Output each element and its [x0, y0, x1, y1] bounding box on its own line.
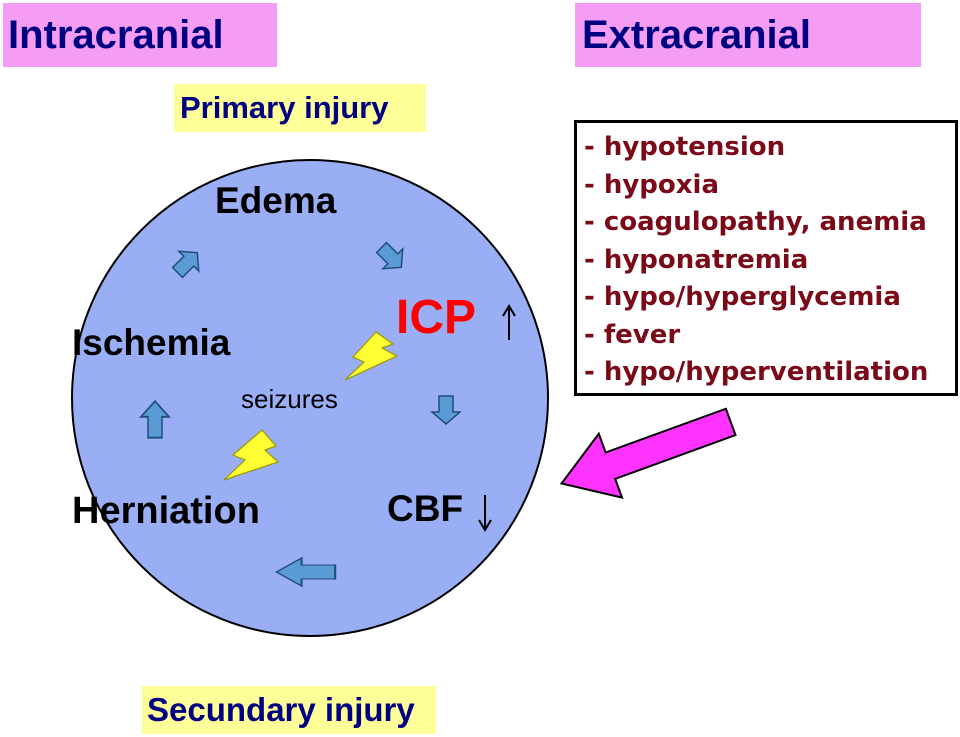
list-item: - fever — [584, 319, 681, 350]
lightning-bolt-icon — [344, 331, 399, 381]
extracranial-header: Extracranial — [575, 3, 921, 67]
block-arrow-icon — [275, 556, 337, 588]
block-arrow-icon — [138, 399, 172, 439]
block-arrow-icon — [171, 250, 200, 279]
block-arrow-icon — [375, 241, 404, 270]
injury-cycle-circle — [71, 159, 549, 637]
lightning-bolt-icon — [223, 429, 280, 481]
ischemia-label: Ischemia — [72, 322, 231, 363]
icp-label: ICP — [396, 291, 477, 344]
list-item: - coagulopathy, anemia — [584, 207, 927, 237]
herniation-label: Herniation — [72, 490, 260, 532]
list-item: - hyponatremia — [584, 244, 809, 275]
cbf-label: CBF — [387, 488, 464, 529]
list-item: - hypo/hyperventilation — [584, 357, 929, 387]
list-item: - hypotension — [584, 132, 786, 162]
magenta-block-arrow-icon — [559, 407, 737, 500]
extracranial-factors-box: - hypotension - hypoxia - coagulopathy, … — [574, 120, 958, 396]
block-arrow-icon — [429, 395, 463, 425]
intracranial-header: Intracranial — [3, 3, 277, 67]
thin-down-arrow-icon — [478, 495, 492, 532]
edema-label: Edema — [215, 180, 337, 221]
thin-up-arrow-icon — [502, 304, 516, 340]
primary-injury-label: Primary injury — [174, 84, 426, 132]
seizures-label: seizures — [241, 384, 338, 414]
list-item: - hypo/hyperglycemia — [584, 282, 901, 312]
list-item: - hypoxia — [584, 169, 720, 200]
secundary-injury-label: Secundary injury — [142, 686, 436, 734]
